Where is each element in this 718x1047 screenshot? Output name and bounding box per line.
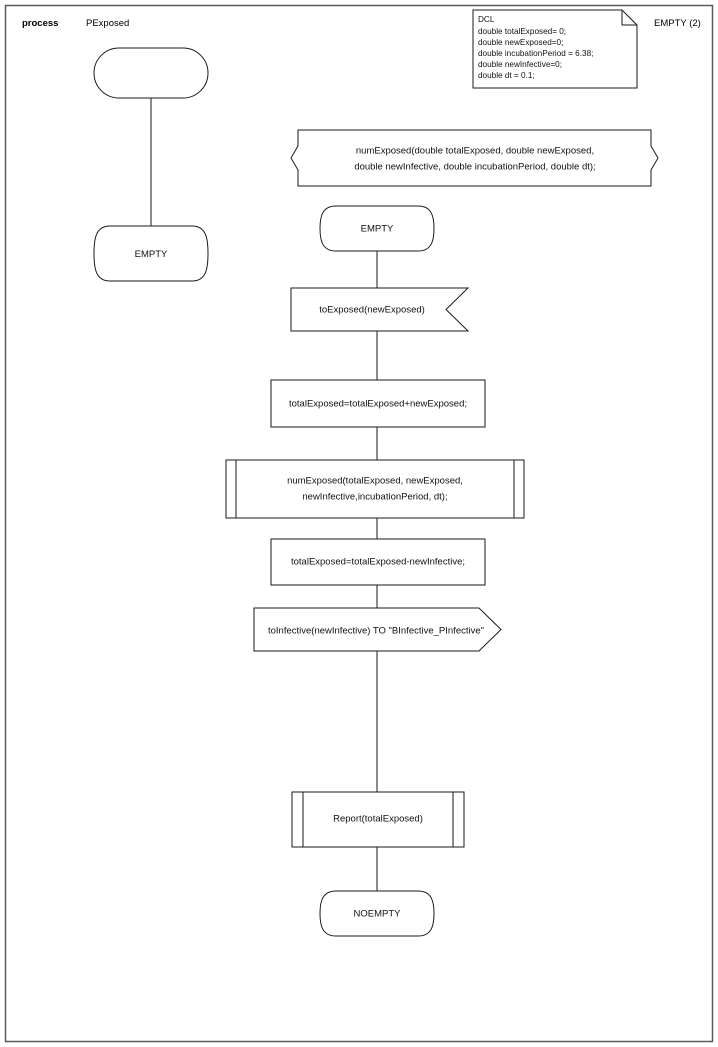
- procedure-declaration-line-1: numExposed(double totalExposed, double n…: [356, 146, 594, 157]
- header-keyword: process: [22, 18, 58, 29]
- task-symbol-1: totalExposed=totalExposed+newExposed;: [270, 379, 486, 428]
- declaration-line-4: double newInfective=0;: [478, 60, 562, 69]
- state-empty-main-label: EMPTY: [361, 224, 394, 235]
- header-process-name: PExposed: [86, 18, 129, 29]
- output-toinfective-label: toInfective(newInfective) TO "BInfective…: [268, 626, 484, 637]
- task-symbol-2: totalExposed=totalExposed-newInfective;: [270, 538, 486, 586]
- declaration-line-2: double newExposed=0;: [478, 38, 563, 47]
- state-empty-left-label: EMPTY: [135, 249, 168, 260]
- procedure-call-numexposed-line-1: numExposed(totalExposed, newExposed,: [287, 476, 463, 487]
- state-noempty: NOEMPTY: [319, 890, 435, 937]
- procedure-declaration-line-2: double newInfective, double incubationPe…: [354, 162, 595, 173]
- input-toexposed-label: toExposed(newExposed): [319, 305, 425, 316]
- page-border: [4, 4, 714, 1043]
- declaration-line-1: double totalExposed= 0;: [478, 27, 566, 36]
- task-1-label: totalExposed=totalExposed+newExposed;: [289, 399, 467, 410]
- procedure-call-report: Report(totalExposed): [291, 791, 465, 848]
- state-noempty-label: NOEMPTY: [354, 909, 402, 920]
- declaration-line-5: double dt = 0.1;: [478, 71, 535, 80]
- state-empty-main: EMPTY: [319, 205, 435, 252]
- start-symbol: [93, 47, 209, 99]
- page-counter-label: EMPTY (2): [654, 18, 701, 29]
- declaration-line-3: double incubationPeriod = 6.38;: [478, 49, 593, 58]
- input-symbol-toexposed: toExposed(newExposed): [290, 287, 470, 332]
- procedure-call-report-label: Report(totalExposed): [333, 814, 423, 825]
- procedure-call-numexposed: numExposed(totalExposed, newExposed, new…: [225, 459, 525, 519]
- output-symbol-toinfective: toInfective(newInfective) TO "BInfective…: [253, 607, 502, 652]
- task-2-label: totalExposed=totalExposed-newInfective;: [291, 557, 465, 568]
- procedure-call-numexposed-line-2: newInfective,incubationPeriod, dt);: [302, 492, 447, 503]
- declaration-title: DCL: [478, 15, 495, 24]
- declaration-note: DCL double totalExposed= 0; double newEx…: [472, 9, 638, 89]
- state-empty-left: EMPTY: [93, 225, 209, 282]
- procedure-declaration-symbol: numExposed(double totalExposed, double n…: [290, 129, 659, 187]
